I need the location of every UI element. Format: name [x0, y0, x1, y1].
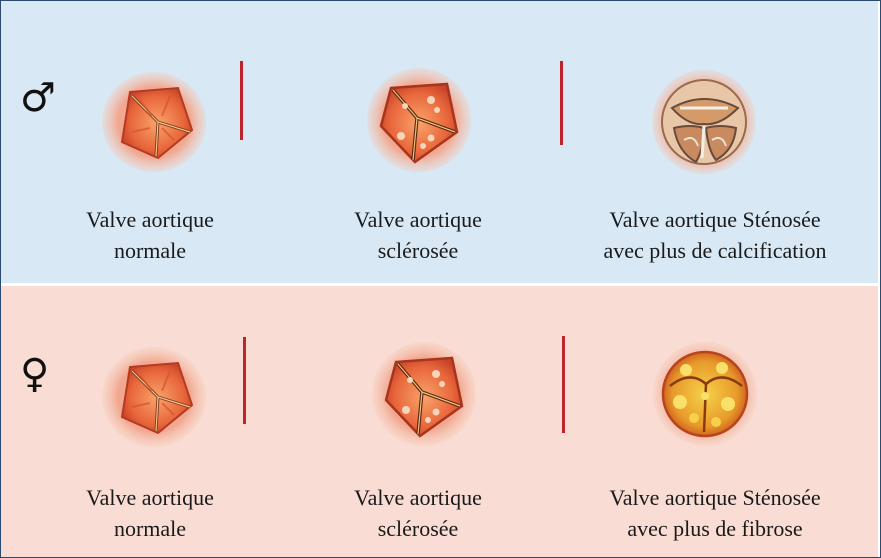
caption-calcified-stenotic-valve: Valve aortique Sténosée avec plus de cal… [570, 204, 860, 266]
separator-line [240, 61, 243, 140]
normal-aortic-valve-image [100, 70, 208, 174]
caption-sclerotic-valve: Valve aortique sclérosée [308, 482, 528, 544]
separator-line [562, 336, 565, 433]
caption-sclerotic-valve: Valve aortique sclérosée [308, 204, 528, 266]
caption-normal-valve: Valve aortique normale [40, 482, 260, 544]
male-symbol-icon: ♂ [20, 78, 56, 118]
normal-aortic-valve-image [100, 345, 208, 449]
female-symbol-icon: ♀ [20, 354, 49, 394]
sclerotic-aortic-valve-image [370, 340, 478, 448]
caption-fibrotic-stenotic-valve: Valve aortique Sténosée avec plus de fib… [570, 482, 860, 544]
separator-line [243, 337, 246, 424]
separator-line [560, 61, 563, 145]
calcified-stenotic-aortic-valve-image [650, 68, 758, 176]
sclerotic-aortic-valve-image [365, 66, 473, 174]
fibrotic-stenotic-aortic-valve-image [650, 340, 760, 448]
caption-normal-valve: Valve aortique normale [40, 204, 260, 266]
